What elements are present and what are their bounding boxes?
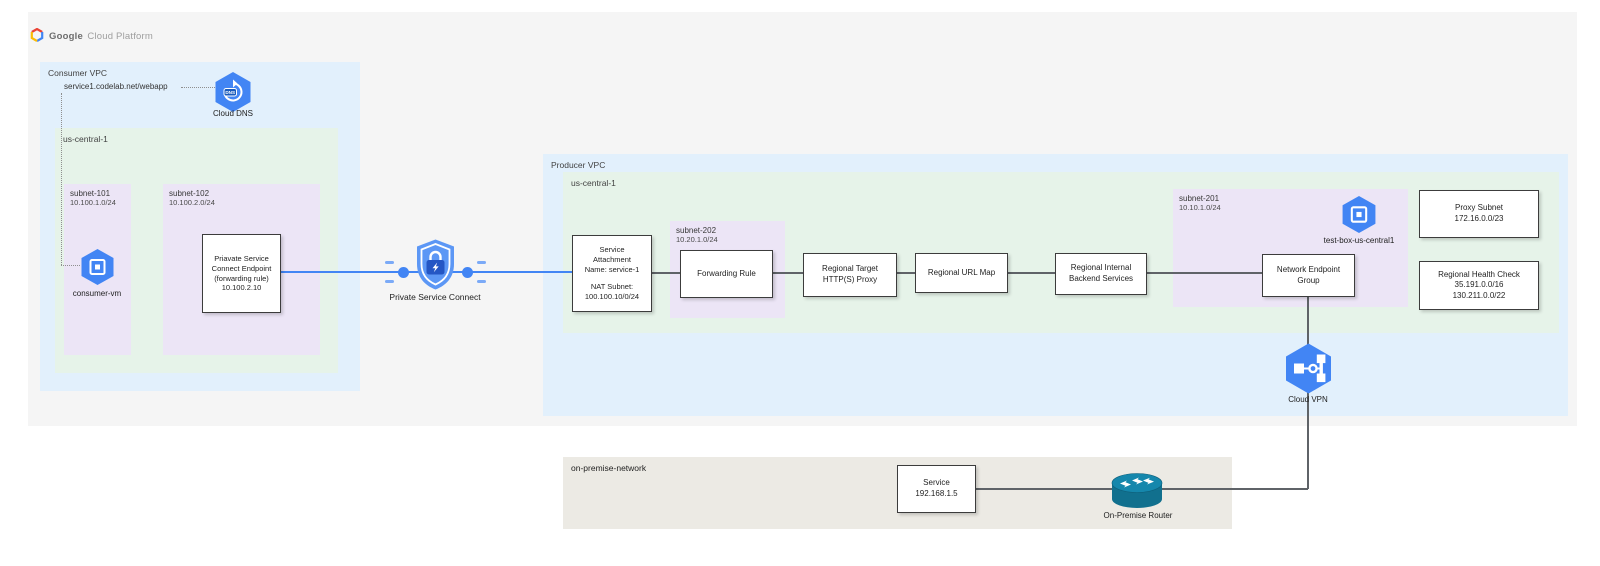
svg-text:DNS: DNS [225, 90, 235, 95]
cloud-dns-icon: DNS [215, 72, 251, 112]
network-endpoint-group-box: Network Endpoint Group [1262, 254, 1355, 297]
proxy-subnet-cidr: 172.16.0.0/23 [1454, 214, 1504, 223]
gcp-hexagon-icon [30, 28, 44, 42]
dns-record-text: service1.codelab.net/webapp [64, 82, 168, 91]
regional-health-check-cidr1: 35.191.0.0/16 [1454, 280, 1504, 290]
psc-dash [477, 261, 486, 264]
on-premise-service-ip: 192.168.1.5 [915, 489, 958, 498]
network-endpoint-group-label: Network Endpoint Group [1276, 264, 1341, 285]
vm-dns-dotted-line-vertical [61, 93, 62, 265]
psc-endpoint-line4: 10.100.2.10 [221, 283, 262, 293]
on-premise-service-box: Service 192.168.1.5 [897, 465, 976, 513]
regional-url-map-label: Regional URL Map [927, 267, 996, 277]
on-premise-network-label: on-premise-network [571, 463, 647, 473]
producer-region-label: us-central-1 [571, 178, 616, 188]
consumer-region-label: us-central-1 [63, 134, 108, 144]
connector-fr-proxy [773, 272, 803, 274]
producer-vpc-label: Producer VPC [551, 160, 606, 170]
regional-target-proxy-label: Regional Target HTTP(S) Proxy [822, 264, 878, 284]
psc-right-dot [462, 266, 473, 278]
psc-endpoint-line3: (forwarding rule) [214, 273, 269, 283]
on-premise-router-label: On-Premise Router [1103, 511, 1173, 520]
psc-dash [385, 280, 394, 283]
service-attachment-line4: NAT Subnet: [590, 282, 634, 292]
consumer-vpc-label: Consumer VPC [48, 68, 108, 78]
connector-urlmap-backend [1008, 272, 1055, 274]
subnet-202-cidr: 10.20.1.0/24 [676, 235, 718, 244]
subnet-201-name: subnet-201 [1179, 194, 1220, 203]
regional-health-check-cidr2: 130.211.0.0/22 [1452, 290, 1506, 300]
proxy-subnet-title: Proxy Subnet [1454, 203, 1504, 213]
subnet-101-name: subnet-101 [70, 189, 111, 198]
dns-lookup-dotted-line [181, 87, 215, 88]
psc-endpoint-box: Priavate Service Connect Endpoint (forwa… [202, 234, 281, 313]
subnet-102-cidr: 10.100.2.0/24 [169, 198, 215, 207]
regional-health-check-box: Regional Health Check 35.191.0.0/16 130.… [1419, 261, 1539, 310]
connector-backend-neg [1147, 272, 1262, 274]
connector-proxy-urlmap [897, 272, 915, 274]
regional-target-proxy-box: Regional Target HTTP(S) Proxy [803, 253, 897, 297]
service-attachment-line3: Name: service-1 [584, 264, 640, 274]
test-box-vm-icon [1342, 196, 1376, 233]
test-box-vm-label: test-box-us-central1 [1323, 236, 1395, 245]
on-premise-service-title: Service [923, 478, 950, 488]
regional-health-check-title: Regional Health Check [1438, 269, 1520, 279]
consumer-vm-icon [81, 249, 114, 285]
on-premise-router-icon [1111, 473, 1163, 508]
cloud-vpn-icon [1286, 343, 1331, 394]
subnet-201-cidr: 10.10.1.0/24 [1179, 203, 1221, 212]
subnet-102-name: subnet-102 [169, 189, 210, 198]
service-attachment-line5: 100.100.10/0/24 [584, 292, 640, 302]
forwarding-rule-label: Forwarding Rule [697, 268, 756, 278]
psc-endpoint-line2: Connect Endpoint [211, 263, 272, 273]
service-attachment-line2: Attachment [593, 254, 631, 264]
regional-backend-services-box: Regional Internal Backend Services [1055, 253, 1147, 295]
subnet-202-name: subnet-202 [676, 226, 717, 235]
vm-dns-dotted-line-horizontal [61, 265, 80, 266]
subnet-101-cidr: 10.100.1.0/24 [70, 198, 116, 207]
proxy-subnet-box: Proxy Subnet 172.16.0.0/23 [1419, 190, 1539, 238]
service-attachment-box: Service Attachment Name: service-1 NAT S… [572, 235, 652, 312]
logo-text-cloud-platform: Cloud Platform [87, 31, 154, 42]
psc-left-dot [398, 266, 409, 278]
regional-backend-services-label: Regional Internal Backend Services [1068, 263, 1134, 283]
cloud-vpn-label: Cloud VPN [1288, 395, 1328, 404]
private-service-connect-label: Private Service Connect [389, 292, 481, 302]
gcp-logo: Google Cloud Platform [30, 26, 153, 44]
service-attachment-line1: Service [599, 244, 625, 254]
cloud-dns-label: Cloud DNS [213, 109, 254, 118]
connector-sa-fr [652, 272, 680, 274]
psc-endpoint-line1: Priavate Service [214, 253, 269, 263]
psc-dash [385, 261, 394, 264]
forwarding-rule-box: Forwarding Rule [680, 250, 773, 298]
psc-dash [477, 280, 486, 283]
logo-text-google: Google [49, 31, 83, 42]
consumer-vm-label: consumer-vm [72, 289, 122, 298]
private-service-connect-icon [417, 239, 454, 290]
regional-url-map-box: Regional URL Map [915, 253, 1008, 293]
